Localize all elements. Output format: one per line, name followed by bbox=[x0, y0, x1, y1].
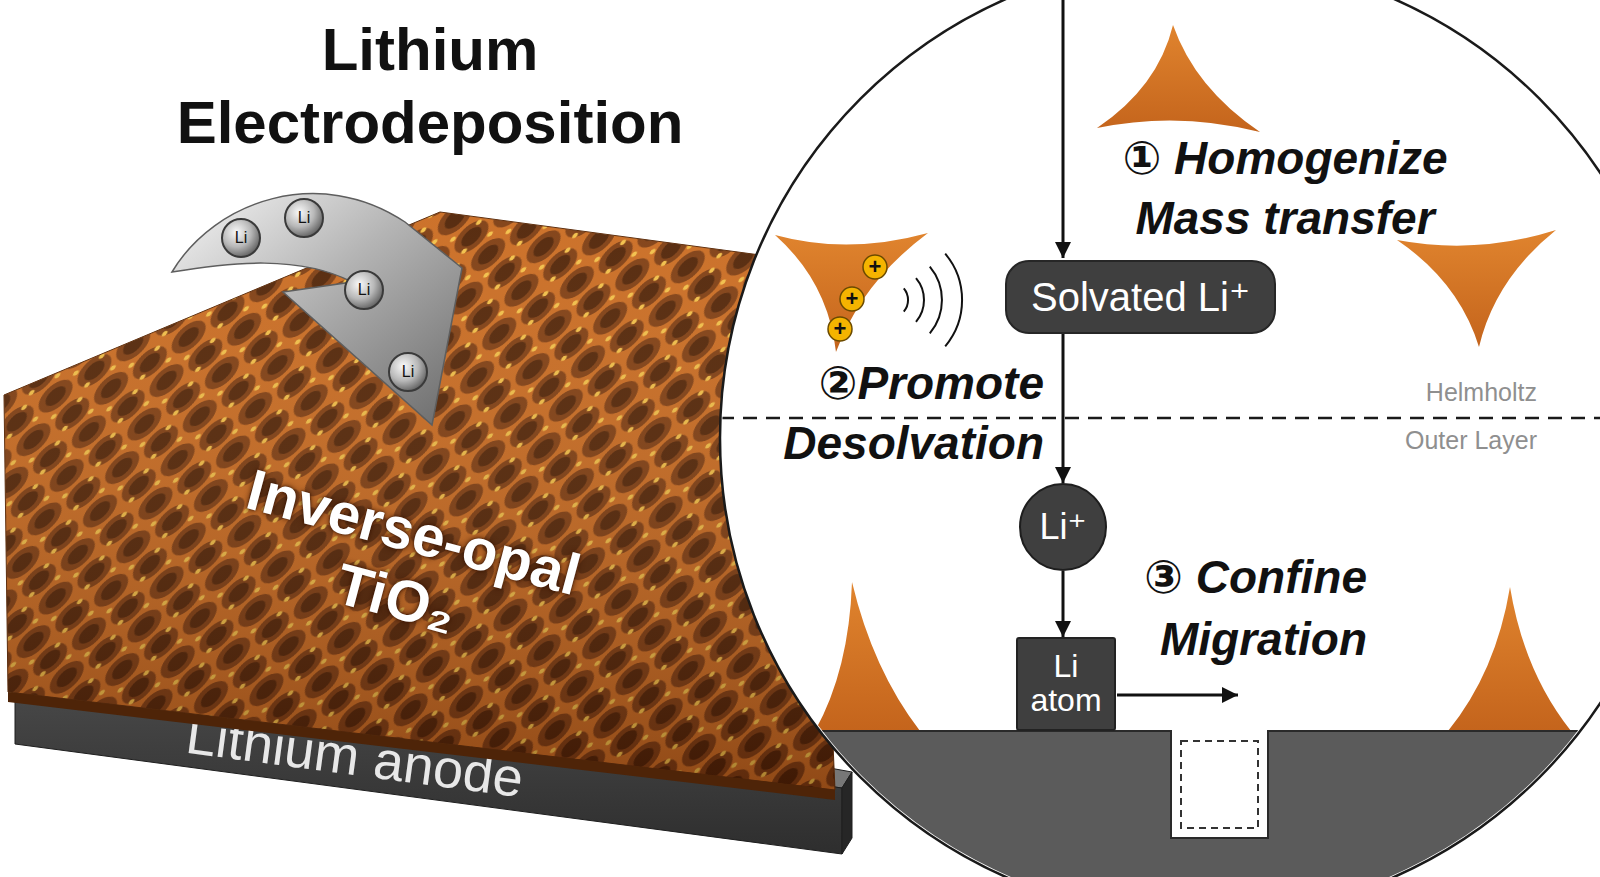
pore-wall-shape bbox=[1097, 25, 1260, 132]
flow-arrow bbox=[1062, 571, 1065, 637]
lithium-atom-box: Li atom bbox=[1016, 637, 1116, 731]
li-ball-text: Li bbox=[235, 229, 247, 247]
li-ball-text: Li bbox=[358, 281, 370, 299]
pore-wall-shape bbox=[775, 233, 928, 352]
flow-arrow bbox=[1062, 334, 1065, 484]
li-ball: Li bbox=[344, 270, 384, 310]
li-ball-disc bbox=[345, 271, 383, 309]
li-ball-text: Li bbox=[402, 363, 414, 381]
inverse-opal-layer: Inverse-opal TiO₂ bbox=[0, 205, 840, 800]
text-slot: ③ Confine Migration bbox=[1087, 546, 1367, 670]
figure-heading: Lithium Electrodeposition bbox=[150, 13, 710, 159]
lithium-ion-circle: Li⁺ bbox=[1019, 483, 1107, 571]
pore-wall-shape bbox=[1397, 230, 1556, 347]
vacancy-site bbox=[1181, 741, 1258, 828]
zoom-circle-text: ① Homogenize Mass transfer bbox=[1095, 128, 1475, 248]
zoom-circle-text: ②Promote Desolvation bbox=[744, 353, 1044, 473]
zoom-circle-text: Helmholtz Outer Layer bbox=[1377, 368, 1537, 464]
li-ball: Li bbox=[284, 198, 324, 238]
text-slot: ① Homogenize Mass transfer bbox=[1095, 128, 1475, 248]
pore-wall-shape bbox=[815, 582, 920, 731]
lithium-surface bbox=[700, 731, 1600, 877]
li-ball-disc bbox=[285, 199, 323, 237]
text-slot: Helmholtz Outer Layer bbox=[1377, 368, 1537, 464]
lithium-ion-circle-text: Li⁺ bbox=[1039, 507, 1086, 547]
text-slot: Lithium Electrodeposition bbox=[150, 13, 710, 159]
text-slot: ②Promote Desolvation bbox=[744, 353, 1044, 473]
wave-arc bbox=[916, 278, 924, 322]
lithium-atom-box-text: Li atom bbox=[1022, 650, 1110, 717]
solvated-ion-box-text: Solvated Li⁺ bbox=[1031, 275, 1250, 319]
pore-wall-shape bbox=[1448, 587, 1571, 731]
li-ball-disc bbox=[389, 353, 427, 391]
li-ball: Li bbox=[221, 218, 261, 258]
inverse-opal-layer-face bbox=[4, 212, 835, 790]
li-ball-text: Li bbox=[298, 209, 310, 227]
inverse-opal-layer-face bbox=[4, 212, 835, 790]
lithium-ion-circle-disc bbox=[1020, 484, 1106, 570]
lithium-anode-slab-face bbox=[15, 678, 842, 854]
surface-migration-arrow bbox=[1117, 694, 1238, 697]
lithium-anode-slab-face bbox=[842, 772, 852, 854]
zoom-circle: ① Homogenize Mass transfer ②Promote Desol… bbox=[720, 0, 1600, 877]
wave-arc bbox=[904, 288, 908, 311]
charge-dot bbox=[863, 255, 887, 279]
li-ball-disc bbox=[222, 219, 260, 257]
incoming-flux-arrow bbox=[1062, 0, 1065, 258]
solvated-ion-box: Solvated Li⁺ bbox=[1005, 260, 1276, 334]
zoom-circle-text: ③ Confine Migration bbox=[1087, 546, 1367, 670]
wave-arc bbox=[930, 267, 942, 334]
wave-arc bbox=[945, 254, 962, 347]
field-waves bbox=[904, 254, 962, 347]
charge-dot bbox=[840, 287, 864, 311]
li-ball: Li bbox=[388, 352, 428, 392]
zoom-outline bbox=[720, 0, 1600, 877]
charge-dot bbox=[828, 317, 852, 341]
